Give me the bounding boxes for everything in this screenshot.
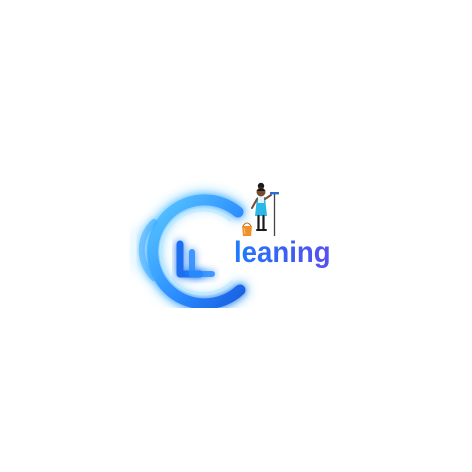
logo-mark [130, 182, 279, 308]
letter-c-icon [130, 190, 249, 308]
cleaner-woman-icon [251, 182, 272, 232]
logo-wordmark: leaning [234, 236, 331, 269]
letter-l-icon [176, 240, 215, 278]
cleaning-logo: leaning [120, 178, 350, 308]
bucket-icon [242, 222, 252, 236]
squeegee-icon [270, 192, 279, 236]
